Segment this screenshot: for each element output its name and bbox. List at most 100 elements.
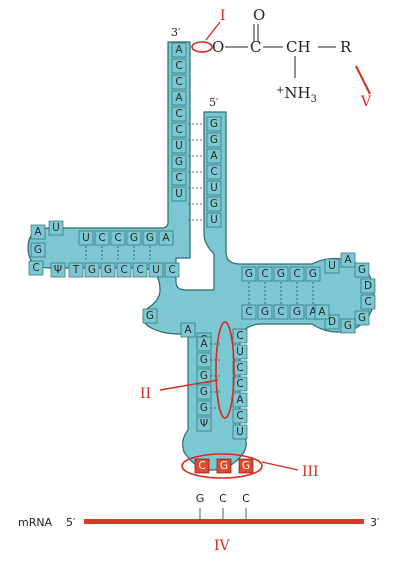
base-label: G — [88, 264, 96, 276]
base-box — [206, 116, 222, 132]
base-label: C — [277, 306, 284, 318]
anticodon-highlight — [181, 453, 263, 479]
base-label: C — [120, 264, 127, 276]
base-box — [48, 220, 64, 236]
codon-letter: C — [219, 492, 227, 505]
base-box — [142, 308, 158, 324]
base-label: G — [242, 460, 250, 472]
base-label: C — [32, 262, 39, 274]
base-label: C — [114, 232, 121, 244]
base-label: G — [130, 232, 138, 244]
base-box — [206, 212, 222, 228]
base-label: G — [200, 402, 208, 414]
base-box — [68, 262, 84, 278]
base-label: C — [175, 172, 182, 184]
base-box — [340, 252, 356, 268]
base-box — [171, 106, 187, 122]
base-label: G — [220, 460, 228, 472]
base-label: G — [293, 306, 301, 318]
base-label: G — [146, 310, 154, 322]
base-box — [257, 266, 273, 282]
mrna-5-end: 5′ — [66, 516, 76, 529]
base-label: U — [236, 426, 244, 438]
base-label: G — [344, 320, 352, 332]
end-5-label: 5′ — [209, 96, 219, 109]
base-box — [206, 196, 222, 212]
base-label: A — [309, 306, 317, 318]
base-label: G — [200, 354, 208, 366]
label-II: II — [140, 386, 151, 402]
base-label: C — [236, 378, 243, 390]
base-box — [354, 310, 370, 326]
base-label: C — [175, 60, 182, 72]
base-label: G — [104, 264, 112, 276]
label-I: I — [220, 8, 226, 24]
base-label: G — [358, 264, 366, 276]
base-label: U — [175, 140, 183, 152]
base-label: C — [236, 410, 243, 422]
base-label: U — [210, 182, 218, 194]
base-label: C — [245, 306, 252, 318]
base-box — [273, 266, 289, 282]
base-box — [232, 328, 248, 344]
base-box — [94, 230, 110, 246]
base-box — [232, 360, 248, 376]
base-label: C — [175, 124, 182, 136]
codon-letter: G — [196, 492, 205, 505]
base-label: U — [52, 222, 60, 234]
base-label: C — [136, 264, 143, 276]
base-box — [78, 230, 94, 246]
base-label: G — [309, 268, 317, 280]
base-label: G — [358, 312, 366, 324]
base-label: U — [236, 346, 244, 358]
amino-acid-chemistry: O O C CH R +NH3 — [212, 6, 352, 105]
base-box — [30, 224, 46, 240]
base-box — [241, 266, 257, 282]
base-label: C — [236, 330, 243, 342]
base-label: A — [184, 324, 192, 336]
base-label: A — [344, 254, 352, 266]
base-box — [206, 132, 222, 148]
base-label: C — [261, 268, 268, 280]
base-box — [171, 186, 187, 202]
base-box — [314, 304, 330, 320]
base-box — [232, 392, 248, 408]
base-box — [360, 278, 376, 294]
base-label: A — [175, 92, 183, 104]
base-box — [171, 58, 187, 74]
base-box — [116, 262, 132, 278]
base-label: G — [210, 198, 218, 210]
mrna-3-end: 3′ — [370, 516, 380, 529]
base-box — [171, 90, 187, 106]
base-box — [206, 148, 222, 164]
acceptor-pair-lines — [188, 123, 205, 221]
base-box — [257, 304, 273, 320]
base-label: Ψ — [54, 264, 62, 276]
base-label: A — [200, 338, 208, 350]
base-label: A — [162, 232, 170, 244]
base-box — [28, 260, 44, 276]
base-label: U — [152, 264, 160, 276]
base-label: G — [210, 118, 218, 130]
base-box — [142, 230, 158, 246]
carbon-c1: C — [250, 38, 261, 56]
base-box — [305, 266, 321, 282]
base-box — [148, 262, 164, 278]
carbonyl-oxygen: O — [253, 6, 265, 24]
codon-lines — [199, 508, 247, 520]
base-label: A — [34, 226, 42, 238]
label-IV: IV — [214, 538, 231, 554]
base-label: A — [236, 394, 244, 406]
base-box — [354, 262, 370, 278]
base-box — [171, 138, 187, 154]
base-box — [171, 170, 187, 186]
